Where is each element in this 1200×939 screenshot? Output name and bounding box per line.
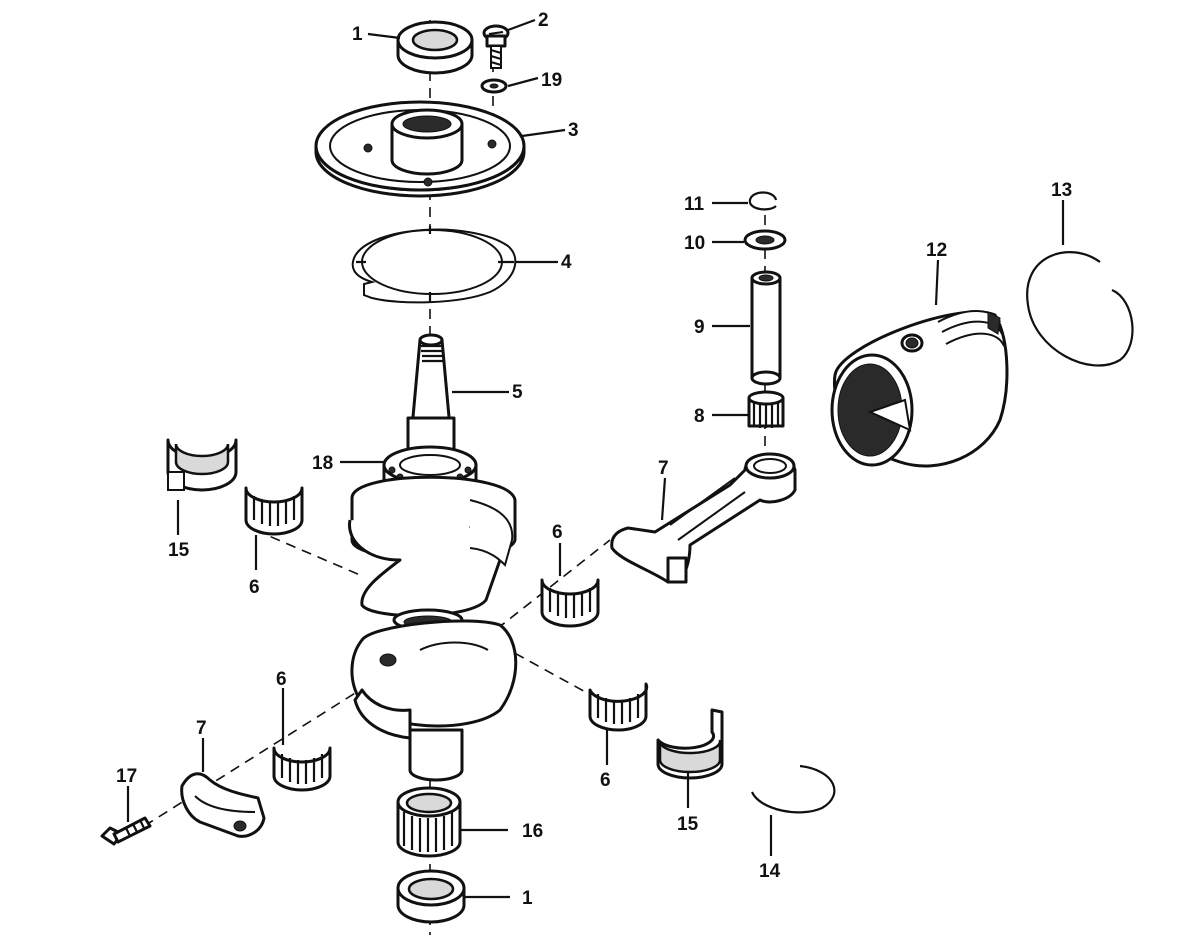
part-cap-bolt: [100, 816, 152, 846]
callout-1-top: 1: [352, 24, 363, 45]
callout-15-right: 15: [677, 814, 699, 835]
callout-6-lower-right: 6: [600, 770, 611, 791]
callout-19: 19: [541, 70, 562, 91]
part-bearing-half-left: [166, 438, 238, 492]
callout-8: 8: [694, 406, 705, 427]
callout-6-left-upper: 6: [249, 577, 260, 598]
part-needle-cage-lower-left: [272, 746, 332, 792]
callout-6-middle: 6: [552, 522, 563, 543]
part-thrust-washer: [743, 229, 787, 251]
callout-6-lower-left: 6: [276, 669, 287, 690]
part-seal-top: [396, 20, 474, 75]
callout-7-rod: 7: [658, 458, 669, 479]
callout-10: 10: [684, 233, 705, 254]
part-lower-bearing: [396, 786, 462, 858]
part-connecting-rod: [610, 452, 797, 584]
part-seal-bottom: [396, 869, 466, 924]
callout-13: 13: [1051, 180, 1072, 201]
callout-5: 5: [512, 382, 523, 403]
callout-11: 11: [684, 194, 705, 215]
callout-7-cap: 7: [196, 718, 207, 739]
callout-4: 4: [561, 252, 572, 273]
callout-15-left: 15: [168, 540, 190, 561]
callout-1-bottom: 1: [522, 888, 533, 909]
callout-labels: 1 2 19 3 4 5 11 10 9 8 12 13 18 7 15 6 6…: [116, 10, 1072, 909]
callout-12: 12: [926, 240, 947, 261]
part-needle-bearing: [747, 390, 785, 428]
part-snap-ring: [750, 764, 836, 814]
callout-3: 3: [568, 120, 579, 141]
part-needle-cage-middle: [540, 578, 600, 628]
part-crankshaft: [348, 333, 518, 782]
part-piston-ring: [1026, 251, 1134, 367]
part-piston-pin: [750, 270, 782, 386]
part-screw: [482, 24, 510, 69]
part-rod-cap: [180, 772, 266, 838]
part-bearing-half-right: [656, 708, 724, 780]
callout-16: 16: [522, 821, 543, 842]
callout-14: 14: [759, 861, 781, 882]
part-needle-cage-lower-right: [588, 682, 649, 732]
callout-18: 18: [312, 453, 333, 474]
part-retainer-plate: [314, 100, 526, 198]
callout-9: 9: [694, 317, 705, 338]
callout-17: 17: [116, 766, 137, 787]
part-lock-washer: [480, 78, 508, 94]
part-retaining-ring: [748, 191, 778, 211]
callout-2: 2: [538, 10, 549, 31]
part-needle-cage-left: [244, 486, 304, 536]
part-piston: [830, 310, 1009, 468]
leader-lines: [126, 18, 1065, 899]
part-gasket: [351, 226, 517, 304]
